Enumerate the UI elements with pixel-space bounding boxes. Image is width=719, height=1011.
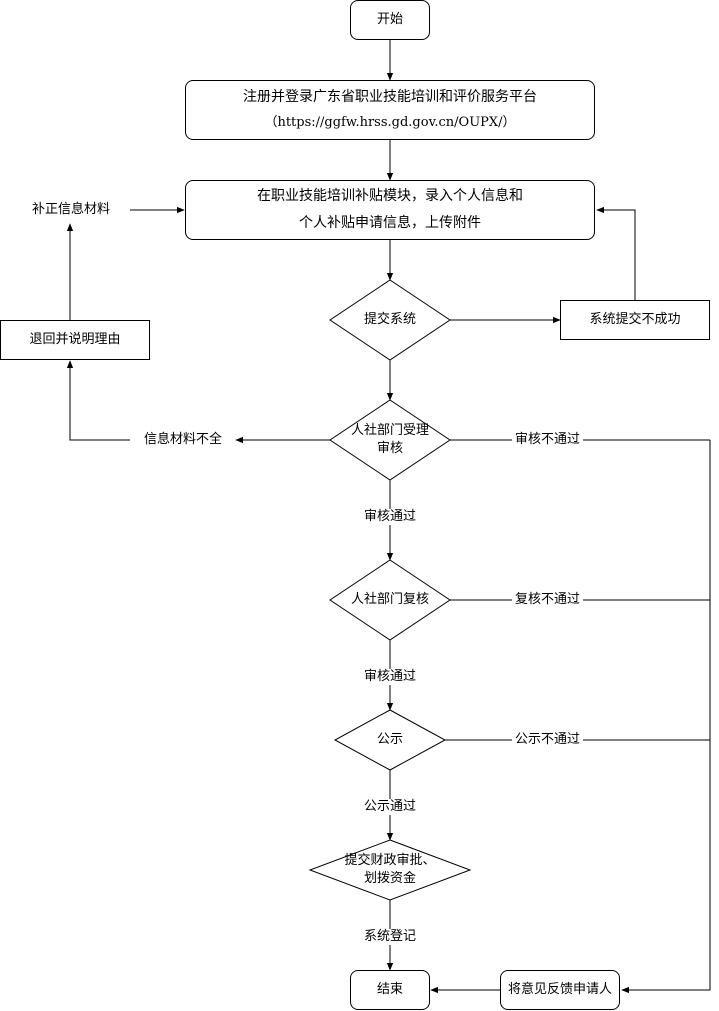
start-label: 开始: [376, 11, 403, 27]
arrow-fail-to-feedback: [621, 440, 711, 994]
finance-diamond-text: 提交财政审批、 划拨资金: [310, 840, 470, 900]
end-node: 结束: [350, 970, 430, 1010]
publicity-label: 公示: [376, 732, 403, 748]
register-url: （https://ggfw.hrss.gd.gov.cn/OUPX/）: [264, 114, 516, 130]
publicity-diamond-text: 公示: [335, 710, 445, 770]
recheck-diamond-text: 人社部门复核: [330, 560, 450, 640]
supplement-label: 补正信息材料: [29, 202, 114, 218]
finance-label-line1: 提交财政审批、: [344, 853, 436, 869]
arrow-fail-back-to-enter: [596, 206, 636, 300]
register-title: 注册并登录广东省职业技能培训和评价服务平台: [243, 89, 537, 106]
feedback-node: 将意见反馈申请人: [500, 970, 620, 1010]
recheck-label: 人社部门复核: [350, 592, 429, 608]
publicity-pass-label: 公示通过: [360, 799, 420, 815]
start-node: 开始: [350, 0, 430, 40]
enter-info-node: 在职业技能培训补贴模块，录入个人信息和 个人补贴申请信息，上传附件: [185, 180, 595, 240]
publicity-diamond: [333, 709, 447, 771]
recheck-fail-label: 复核不通过: [512, 592, 584, 608]
submit-label: 提交系统: [363, 312, 416, 328]
review-fail-label: 审核不通过: [512, 432, 584, 448]
enter-info-line2: 个人补贴申请信息，上传附件: [299, 215, 481, 231]
end-label: 结束: [376, 981, 403, 997]
review-diamond: [329, 399, 451, 481]
submit-diamond: [329, 279, 451, 361]
return-node: 退回并说明理由: [0, 320, 150, 360]
review-label-line2: 审核: [376, 441, 403, 456]
submit-fail-label: 系统提交不成功: [589, 311, 681, 327]
submit-diamond-text: 提交系统: [330, 280, 450, 360]
review-diamond-text: 人社部门受理 审核: [330, 400, 450, 480]
register-node: 注册并登录广东省职业技能培训和评价服务平台 （https://ggfw.hrss…: [185, 80, 595, 140]
publicity-fail-label: 公示不通过: [512, 732, 584, 748]
finance-diamond: [308, 839, 472, 901]
submit-fail-node: 系统提交不成功: [560, 300, 710, 340]
incomplete-label: 信息材料不全: [141, 432, 226, 448]
review-pass-label-1: 审核通过: [360, 509, 420, 525]
review-pass-label-2: 审核通过: [360, 669, 420, 685]
arrow-incomplete-to-return: [66, 360, 130, 441]
review-label-line1: 人社部门受理: [350, 423, 429, 439]
enter-info-line1: 在职业技能培训补贴模块，录入个人信息和: [257, 188, 523, 205]
system-register-label: 系统登记: [360, 929, 420, 945]
return-label: 退回并说明理由: [29, 331, 121, 347]
finance-label-line2: 划拨资金: [363, 871, 416, 886]
feedback-label: 将意见反馈申请人: [507, 981, 612, 997]
recheck-diamond: [329, 559, 451, 641]
